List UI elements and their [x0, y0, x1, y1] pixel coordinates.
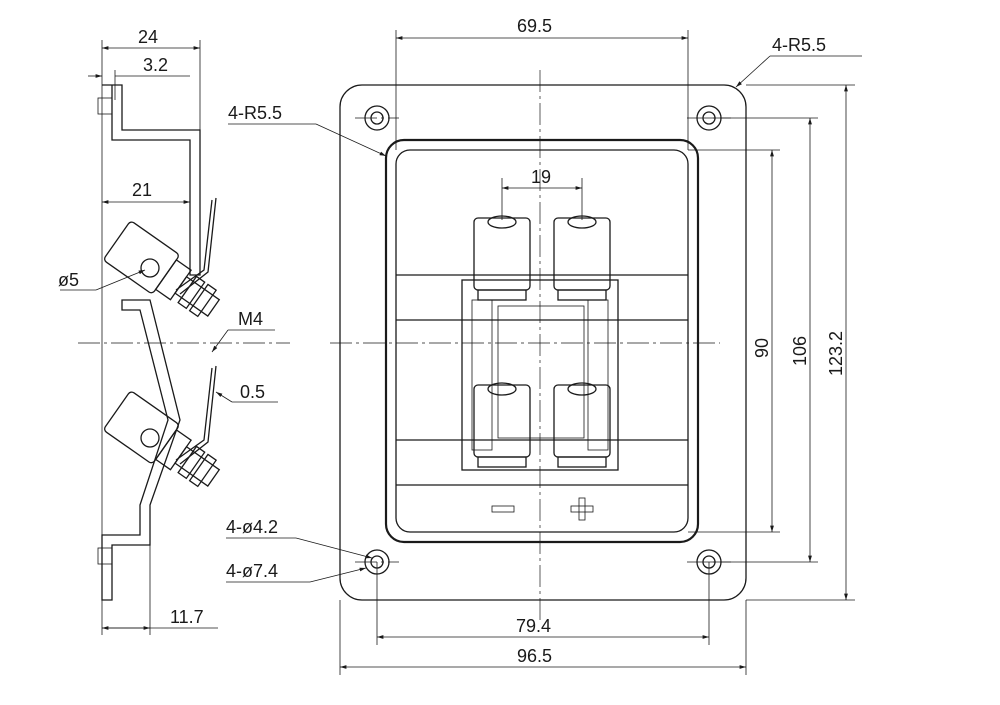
leader-o74: [309, 567, 367, 583]
terminal-nut-upper-2: [188, 283, 218, 318]
terminal-cap-bottom-right: [567, 382, 597, 396]
terminal-collar-bottom-left: [477, 456, 527, 468]
terminal-bottom-left: [473, 382, 531, 468]
solder-tab-bottom: [175, 367, 213, 461]
leader-o5: [95, 269, 146, 291]
terminal-base-slot-right: [587, 299, 609, 451]
terminal-collar-bottom-right: [557, 456, 607, 468]
terminal-stud-upper: [174, 275, 221, 317]
terminal-collar-top-right: [557, 289, 607, 301]
terminal-knurl-upper: [104, 221, 179, 294]
terminal-hole-upper: [140, 258, 160, 278]
flange-slot-top: [97, 97, 113, 115]
dim-text-24: 24: [138, 27, 158, 47]
front-view: 69.5 4-R5.5 4-R5.5 19 90 106 123.2 4-ø4.: [226, 16, 862, 675]
dim-text-11-7: 11.7: [170, 607, 204, 627]
dim-text-0-5: 0.5: [240, 382, 265, 402]
dim-text-79-4: 79.4: [516, 616, 551, 636]
knurl-bottom-right: [553, 384, 611, 458]
terminal-nut-upper-1: [177, 275, 206, 310]
dim-text-r55-left: 4-R5.5: [228, 103, 282, 123]
terminal-base: [461, 279, 619, 471]
leader-r55-top: [735, 55, 771, 88]
terminal-top-left: [473, 215, 531, 301]
terminal-collar-lower: [154, 428, 192, 471]
dim-text-o5: ø5: [58, 270, 79, 290]
leader-o42: [295, 537, 373, 559]
terminal-nut-lower-1: [177, 445, 206, 480]
side-terminal-lower: [104, 391, 221, 488]
terminal-base-center: [497, 305, 585, 439]
terminal-top-right: [553, 215, 611, 301]
dim-text-90: 90: [752, 338, 772, 358]
dim-text-o42: 4-ø4.2: [226, 517, 278, 537]
dim-text-21: 21: [132, 180, 152, 200]
dim-text-69-5: 69.5: [517, 16, 552, 36]
leader-0-5: [215, 391, 233, 403]
dim-text-m4: M4: [238, 309, 263, 329]
terminal-hole-lower: [140, 428, 160, 448]
dim-text-96-5: 96.5: [517, 646, 552, 666]
leader-r55-left: [315, 123, 387, 157]
terminal-bottom-right: [553, 382, 611, 468]
polarity-plus-h: [570, 505, 594, 513]
terminal-base-slot-left: [471, 299, 493, 451]
terminal-collar-upper: [154, 258, 192, 301]
dim-text-123-2: 123.2: [826, 331, 846, 376]
leader-m4: [211, 329, 229, 353]
knurl-top-right: [553, 217, 611, 291]
side-terminal-upper: [104, 221, 221, 318]
terminal-collar-top-left: [477, 289, 527, 301]
dim-text-19: 19: [531, 167, 551, 187]
inner-recess-outer: [384, 138, 700, 544]
knurl-bottom-left: [473, 384, 531, 458]
knurl-top-left: [473, 217, 531, 291]
dim-text-o74: 4-ø7.4: [226, 561, 278, 581]
terminal-cap-bottom-left: [487, 382, 517, 396]
polarity-plus-v: [578, 497, 586, 521]
side-view: 24 3.2 21: [58, 27, 290, 635]
polarity-minus-mark: [491, 505, 515, 513]
dim-text-3-2: 3.2: [143, 55, 168, 75]
terminal-stud-lower: [174, 445, 221, 487]
dim-text-106: 106: [790, 336, 810, 366]
inner-recess-inner: [395, 149, 689, 533]
terminal-nut-lower-2: [188, 453, 218, 488]
solder-tab-top: [175, 199, 213, 291]
flange-slot-bottom: [97, 547, 113, 565]
bracket-bottom-profile: [101, 299, 181, 601]
mount-hole-top-left: [355, 105, 399, 131]
outer-plate: [339, 84, 747, 601]
polarity-plus-mark: [570, 497, 594, 521]
dim-text-r55-top: 4-R5.5: [772, 35, 826, 55]
